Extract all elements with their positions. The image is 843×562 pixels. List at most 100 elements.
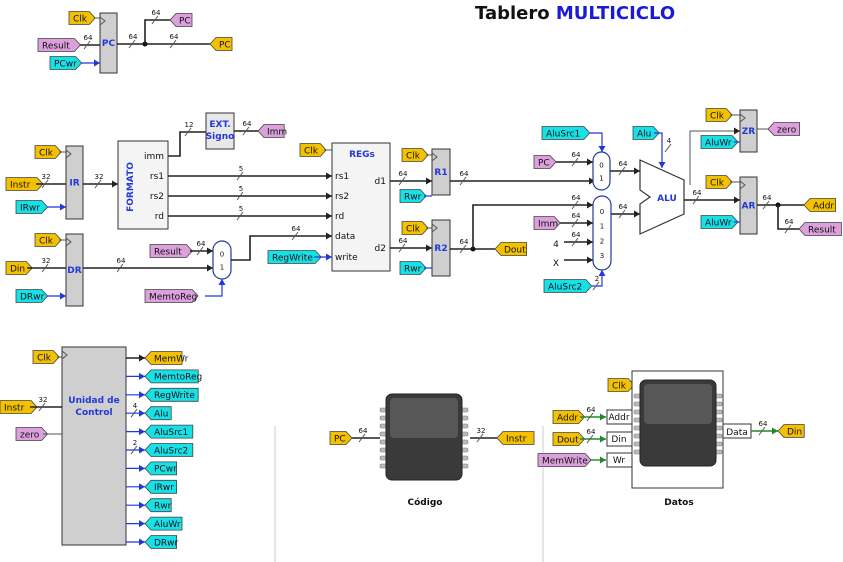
rwr-tag-shape <box>399 189 427 203</box>
formato-port-rd: rd <box>155 212 164 222</box>
bus-width-mark <box>94 179 102 189</box>
control-out-regwrite-text: RegWrite <box>154 391 195 401</box>
arrow-icon <box>139 483 145 491</box>
arrow-icon <box>60 203 66 211</box>
regwrite-tag: RegWrite <box>267 250 322 264</box>
formato-port-rs2: rs2 <box>150 192 164 202</box>
arrow-icon <box>658 162 666 168</box>
arrow-icon <box>589 177 595 185</box>
arrow-icon <box>94 59 100 67</box>
clk-tag-shape <box>705 175 733 189</box>
control-out-rwr-shape <box>144 498 172 513</box>
instr-tag: Instr <box>5 177 44 191</box>
bus-width-label: 12 <box>185 121 194 129</box>
arrow-icon <box>772 427 778 435</box>
bus-width-label: 64 <box>460 170 469 178</box>
datos-port-din: Din <box>611 435 626 445</box>
bus-width-mark <box>196 246 204 256</box>
alusrc1-tag-shape <box>541 126 591 140</box>
arrow-icon <box>207 264 213 272</box>
mux-alusrc1-input-0: 0 <box>599 162 603 170</box>
result-out-tag-text: Result <box>808 225 836 235</box>
pcwr-tag-text: PCwr <box>54 59 77 69</box>
control-out-regwrite: RegWrite <box>144 387 199 402</box>
bus-width-mark <box>236 211 244 221</box>
bus-width-label: 5 <box>239 205 243 213</box>
arrow-icon <box>60 292 66 300</box>
alu-ctrl-tag-shape <box>632 126 660 140</box>
aluwr-tag-text: AluWr <box>705 218 732 228</box>
arrow-icon <box>587 158 593 166</box>
memtoreg-tag: MemtoReg <box>144 289 199 303</box>
zero-tag-shape <box>15 427 49 441</box>
zr-register <box>739 109 758 153</box>
rwr-tag-text: Rwr <box>404 192 422 202</box>
bus-width-mark <box>571 218 579 228</box>
control-out-aluwr: AluWr <box>144 516 183 531</box>
datos-in-dout-text: Dout <box>557 435 579 445</box>
arrow-icon <box>139 520 145 528</box>
arrow-icon <box>139 538 145 546</box>
control-out-aluwr-shape <box>144 516 183 531</box>
result-out-tag: Result <box>798 222 842 236</box>
regs-name: REGs <box>349 150 375 160</box>
mux-memtoreg-input-0: 0 <box>220 251 224 259</box>
bus-width-label: 32 <box>477 427 486 435</box>
bus-width-label: 64 <box>587 406 596 414</box>
clk-tag-text: Clk <box>710 178 725 188</box>
const-four: 4 <box>553 240 559 250</box>
bus-width-label: 64 <box>785 218 794 226</box>
instr-out-tag-shape <box>496 431 535 445</box>
bus-width-label: 4 <box>667 137 672 145</box>
chip-icon <box>633 379 723 467</box>
din-out-tag-text: Din <box>787 427 802 437</box>
control-out-drwr-text: DRwr <box>154 538 179 548</box>
bus-width-label: 64 <box>117 257 126 265</box>
bus-width-label: 64 <box>693 189 702 197</box>
formato-port-imm: imm <box>144 152 164 162</box>
pcwr-tag-shape <box>49 56 83 70</box>
zero-out-tag: zero <box>767 122 800 136</box>
clock-mark-icon <box>65 149 72 159</box>
control-out-alusrc2-shape <box>144 443 194 457</box>
zero-out-tag-shape <box>767 122 800 136</box>
ir-register-name: IR <box>69 179 79 189</box>
datos-port-wr: Wr <box>613 456 625 466</box>
regs-port-write: write <box>335 253 358 263</box>
clk-tag-shape <box>34 145 62 159</box>
clk-tag-shape <box>401 148 429 162</box>
bus-width-mark <box>618 166 626 176</box>
formato-port-rs1: rs1 <box>150 172 164 182</box>
clk-tag-text: Clk <box>304 146 319 156</box>
clock-mark-icon <box>61 350 68 360</box>
r2-register-name: R2 <box>434 244 447 254</box>
mux-alusrc2-input-0: 0 <box>600 208 604 216</box>
mux-alusrc2-input-1: 1 <box>600 223 604 231</box>
instr-tag-shape <box>0 400 38 414</box>
clock-mark-icon <box>431 223 438 233</box>
bus-width-mark <box>784 224 792 234</box>
arrow-icon <box>634 167 640 175</box>
imm-out-tag-text: Imm <box>267 127 287 137</box>
din-tag: Din <box>5 261 33 275</box>
regwrite-tag-shape <box>267 250 322 264</box>
control-out-aluwr-text: AluWr <box>154 520 181 530</box>
addr-out-tag-text: Addr <box>813 201 834 211</box>
imm-tag-shape <box>533 216 561 230</box>
dr-register <box>65 233 84 307</box>
datos-port-box <box>606 409 633 425</box>
zero-tag-text: zero <box>20 430 40 440</box>
pc-out-tag-2-shape <box>209 37 233 51</box>
dout-tag-shape <box>494 242 527 256</box>
aluwr-tag-shape <box>700 215 739 229</box>
dout-tag: Dout <box>494 242 527 256</box>
bus-width-label: 64 <box>759 420 768 428</box>
control-out-pcwr-shape <box>144 461 177 476</box>
mux-alusrc2-input-2: 2 <box>600 237 604 245</box>
bus-width-label: 2 <box>595 275 599 283</box>
datos-port-box <box>606 431 633 447</box>
arrow-icon <box>598 146 606 152</box>
control-out-memwr-text: MemWr <box>154 354 189 364</box>
bus-width-label: 64 <box>587 428 596 436</box>
bus-width-label: 64 <box>572 151 581 159</box>
